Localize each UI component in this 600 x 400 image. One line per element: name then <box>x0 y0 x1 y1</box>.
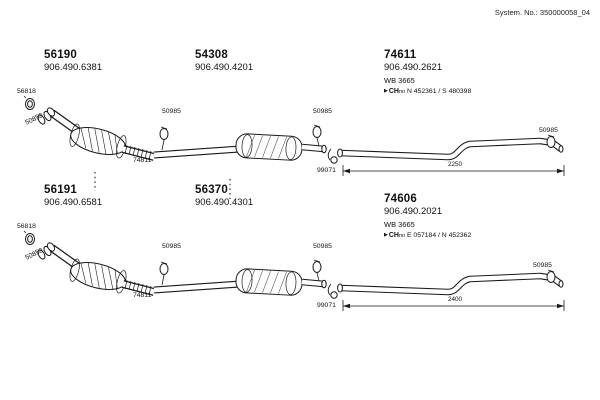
flex-label: 74811 <box>133 157 152 164</box>
part-group-front-1: 56190 906.490.6381 <box>44 49 102 73</box>
clamp-mid1-label: 50985 <box>162 108 181 115</box>
part-group-rear-1: 74611 906.490.2621 WB 3665 ▶CHno N 45236… <box>384 49 471 97</box>
variant-separator-dots <box>94 172 231 199</box>
clamp-rear-label: 50985 <box>533 262 552 269</box>
clamp-front-label: 56818 <box>17 223 36 230</box>
ch-prefix: CH <box>388 232 399 239</box>
hanger-label: 99071 <box>317 167 336 174</box>
flex-label: 74811 <box>133 292 152 299</box>
clamp-mid2-label: 50985 <box>313 108 332 115</box>
oem-number: 906.490.6581 <box>44 197 103 208</box>
part-group-front-2: 56191 906.490.6581 <box>44 184 102 208</box>
clamp-mid1-label: 50985 <box>162 243 181 250</box>
chassis-number-line: ▶CHno N 452361 / S 480398 <box>384 87 471 97</box>
ch-sub: no <box>398 233 406 239</box>
chassis-number-line: ▶CHno E 057184 / N 452362 <box>384 231 471 241</box>
ch-marker-icon: ▶ <box>384 88 388 94</box>
part-group-middle-1: 54308 906.490.4201 <box>195 49 253 73</box>
oem-number: 906.490.6381 <box>44 62 103 73</box>
ch-range: N 452361 / S 480398 <box>407 88 472 95</box>
oem-number: 906.490.2621 <box>384 62 443 73</box>
ch-sub: no <box>398 89 406 95</box>
oem-number: 906.490.4301 <box>195 197 254 208</box>
oem-number: 906.490.4201 <box>195 62 254 73</box>
part-number: 74611 <box>384 49 417 61</box>
part-number: 56370 <box>195 184 228 196</box>
part-number: 54308 <box>195 49 228 61</box>
hanger-label: 99071 <box>317 302 336 309</box>
ch-marker-icon: ▶ <box>384 232 388 238</box>
clamp-rear-label: 50985 <box>539 127 558 134</box>
oem-number: 906.490.2021 <box>384 206 443 217</box>
system-number: System. No.: 350000058_04 <box>494 8 590 17</box>
part-number: 74606 <box>384 193 417 205</box>
part-number: 56190 <box>44 49 77 61</box>
part-number: 56191 <box>44 184 77 196</box>
part-group-middle-2: 56370 906.490.4301 <box>195 184 253 208</box>
dimension-label: 2400 <box>447 296 462 303</box>
ch-range: E 057184 / N 452362 <box>407 232 472 239</box>
part-group-rear-2: 74606 906.490.2021 WB 3665 ▶CHno E 05718… <box>384 193 471 241</box>
system-2-art <box>24 231 564 311</box>
wheelbase-label: WB 3665 <box>384 220 415 229</box>
clamp-mid2-label: 50985 <box>313 243 332 250</box>
system-1-art <box>24 96 564 176</box>
dimension-label: 2250 <box>447 161 462 168</box>
ch-prefix: CH <box>388 88 399 95</box>
clamp-front-label: 56818 <box>17 88 36 95</box>
wheelbase-label: WB 3665 <box>384 76 415 85</box>
